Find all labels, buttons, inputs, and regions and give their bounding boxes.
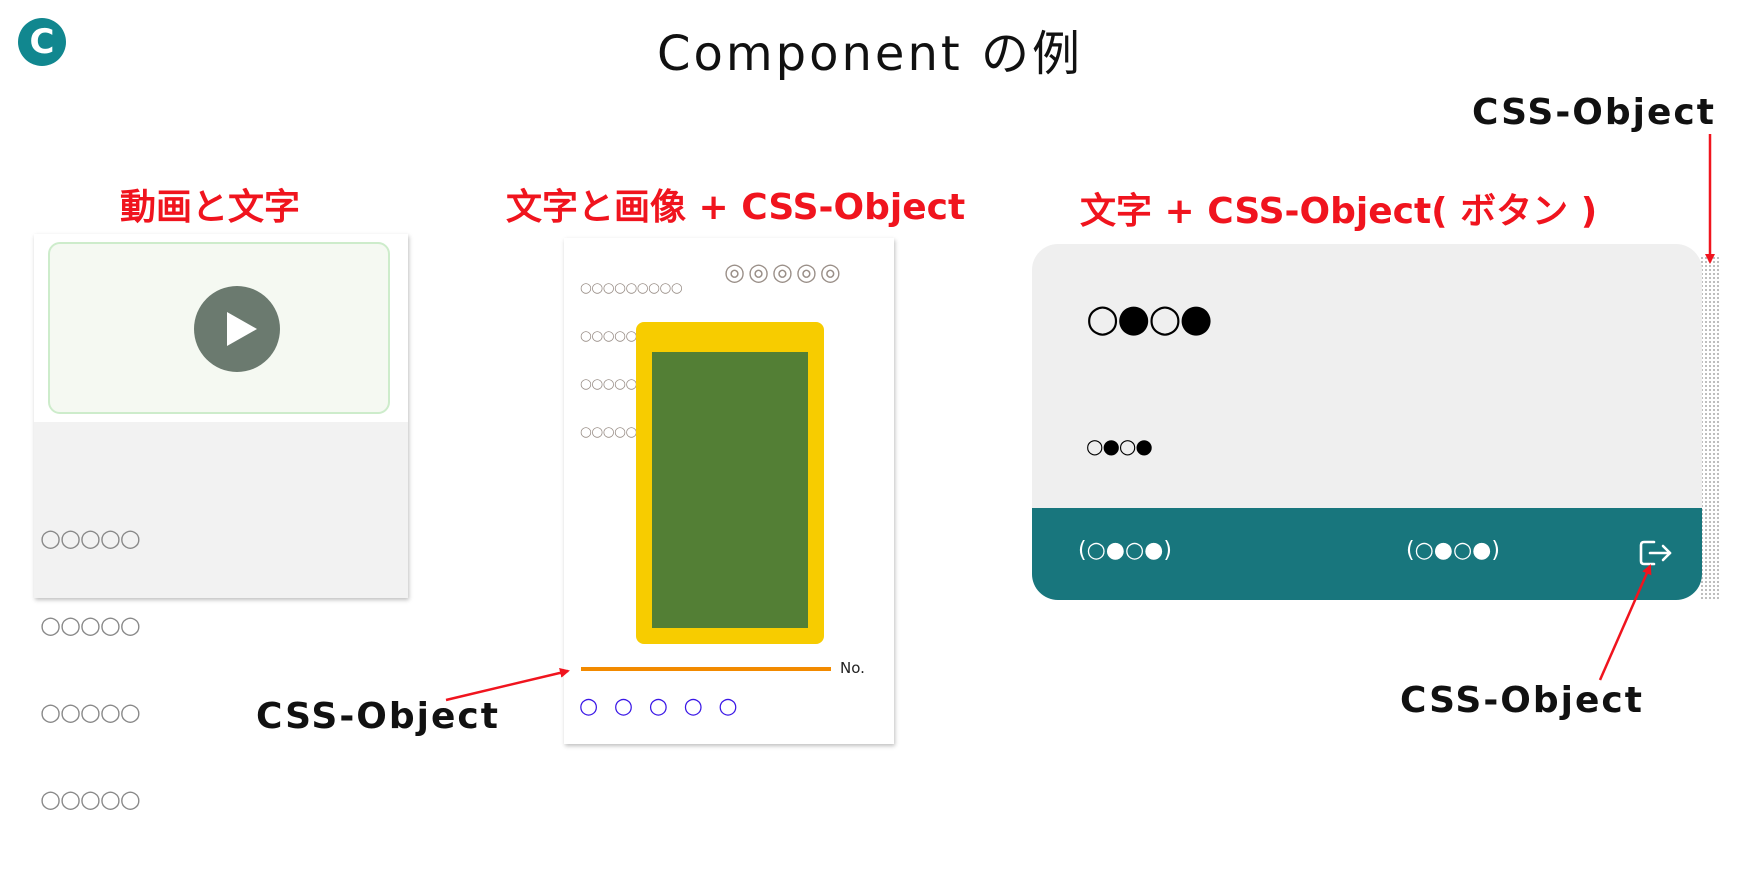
- right-button[interactable]: (○●○●): [1406, 538, 1500, 563]
- text-button-card: ○●○● ○●○● (○●○●) (○●○●): [1032, 244, 1702, 600]
- video-text-card: ○○○○○ ○○○○○ ○○○○○ ○○○○○: [34, 234, 408, 813]
- orange-rule-css-object: [581, 667, 831, 671]
- image-frame: [636, 322, 824, 644]
- text-placeholder-row: ○○○○○: [40, 611, 141, 639]
- callout-arrows: [445, 134, 1715, 702]
- left-button[interactable]: (○●○●): [1078, 538, 1172, 563]
- page-title: Component の例: [657, 26, 1083, 82]
- callout-css-object-top-right: CSS-Object: [1472, 92, 1716, 133]
- video-frame: [48, 242, 390, 414]
- blue-circle-row: ○ ○ ○ ○ ○: [579, 694, 742, 719]
- card-subtitle-placeholder: ○●○●: [1086, 434, 1153, 458]
- section-label-video-text: 動画と文字: [120, 187, 301, 228]
- section-label-text-button: 文字 + CSS-Object( ボタン ): [1080, 191, 1598, 232]
- video-area: [34, 234, 408, 422]
- small-text-row: ○○○○○○○○○: [580, 280, 683, 296]
- text-placeholder-row: ○○○○○: [40, 698, 141, 726]
- callout-css-object-left: CSS-Object: [256, 696, 500, 737]
- callout-css-object-bottom-right: CSS-Object: [1400, 680, 1644, 721]
- image-placeholder: [652, 352, 808, 628]
- arrow-to-orange-rule: [445, 667, 570, 702]
- ring-icons-row: ◎◎◎◎◎: [724, 258, 844, 286]
- section-label-text-image: 文字と画像 + CSS-Object: [506, 187, 966, 228]
- card-title-placeholder: ○●○●: [1086, 296, 1213, 340]
- logo-badge: C: [18, 18, 66, 66]
- logout-icon[interactable]: [1638, 538, 1674, 568]
- button-bar: (○●○●) (○●○●): [1032, 508, 1702, 600]
- play-icon[interactable]: [194, 286, 280, 372]
- text-placeholder-row: ○○○○○: [40, 524, 141, 552]
- arrow-to-logout-icon: [1598, 564, 1652, 681]
- number-label: No.: [840, 659, 865, 677]
- text-image-card: ○○○○○○○○○ ○○○○○○○○○ ○○○○○○○○○ ○○○○○○○○○ …: [564, 238, 894, 744]
- hatched-css-object: [1700, 256, 1720, 600]
